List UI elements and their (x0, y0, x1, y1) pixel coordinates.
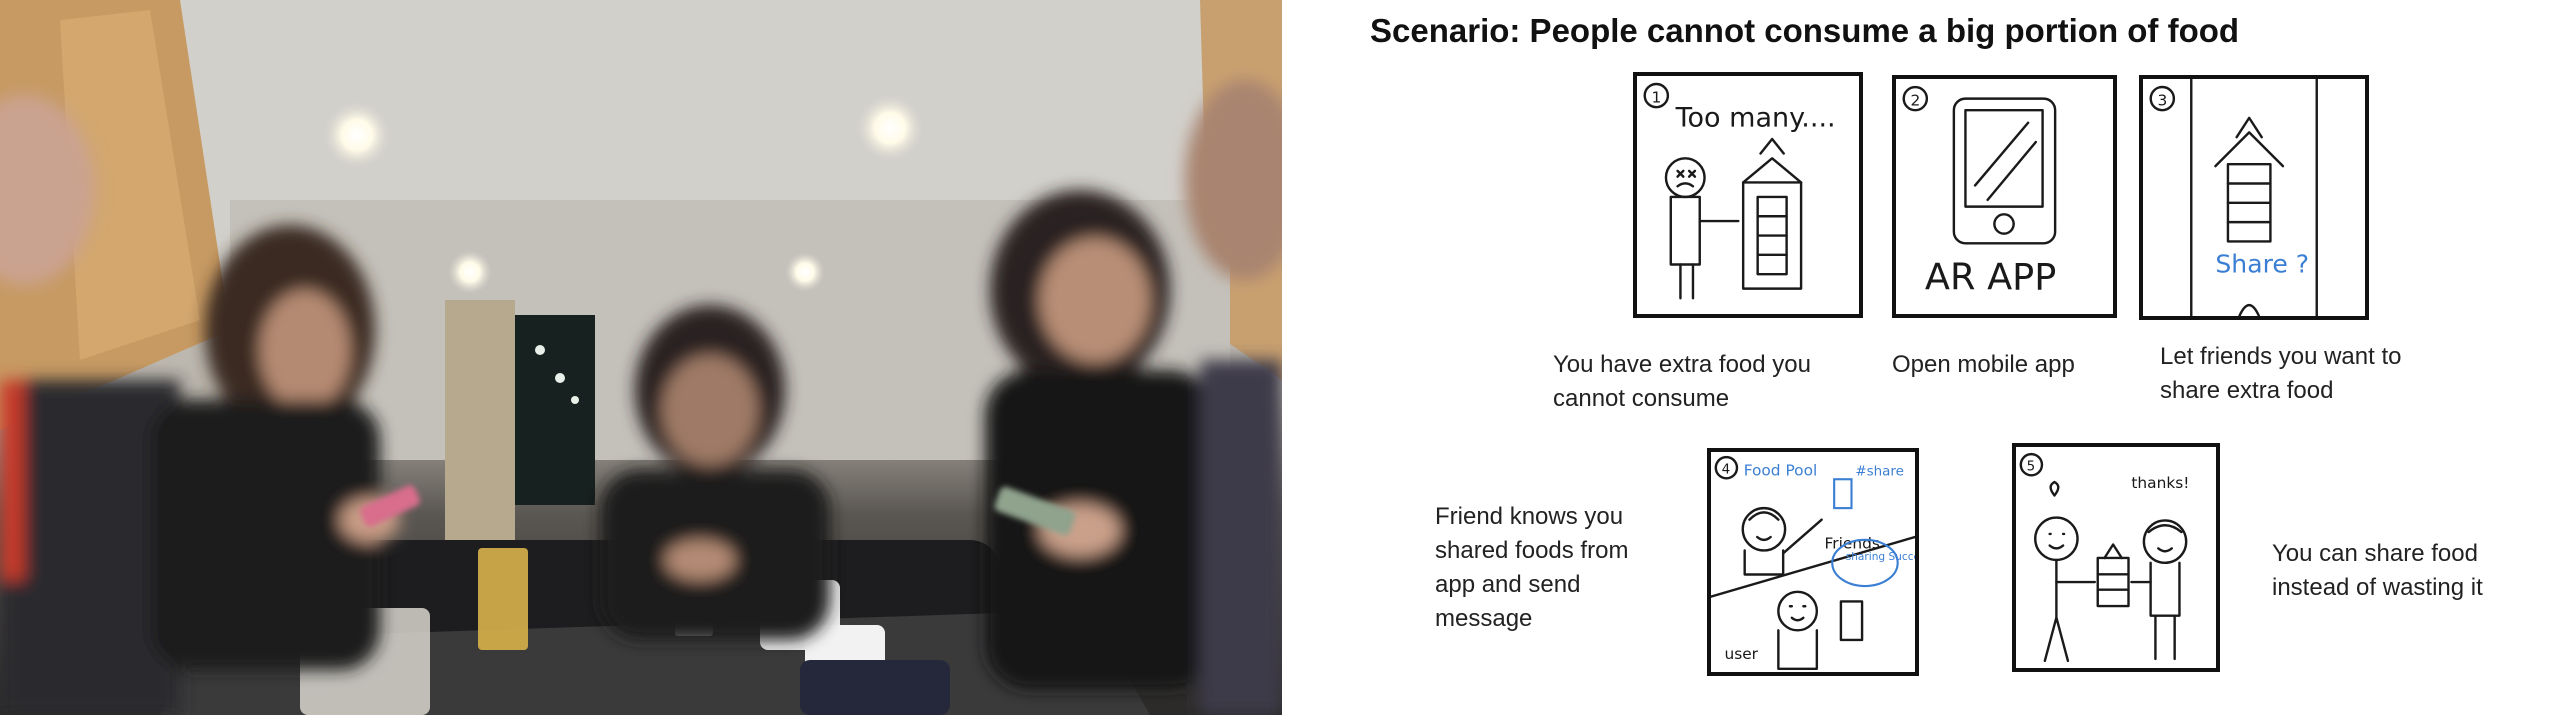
sketch-mobile-app: 2 AR APP (1902, 85, 2057, 299)
panel-2-sketch-text: AR APP (1925, 256, 2056, 299)
panel-2-caption: Open mobile app (1892, 351, 2075, 378)
panel-3-sketch-text: Share ? (2215, 249, 2309, 278)
panel-4-number: 4 (1722, 461, 1731, 477)
panel-5-caption: You can share food instead of wasting it (2272, 540, 2483, 601)
storyboard-panel-4: 4 Food Pool #share Friends sharing Succe… (1707, 448, 1919, 676)
sketch-too-much-food: 1 Too many.... (1643, 82, 1836, 300)
panel-1-number: 1 (1651, 88, 1661, 106)
panel-2-number: 2 (1910, 91, 1920, 109)
sketch-share-prompt: 3 Share ? (2149, 79, 2318, 316)
photo-scene (0, 0, 1282, 715)
panel-4-app-name: Food Pool (1744, 461, 1818, 479)
panel-3-caption: Let friends you want to share extra food (2160, 343, 2402, 404)
panel-5-number: 5 (2027, 459, 2036, 474)
panel-4-caption: Friend knows you shared foods from app a… (1435, 503, 1629, 632)
storyboard-panel-1: 1 Too many.... (1633, 72, 1863, 318)
sketch-share-food: 5 thanks! (2019, 452, 2189, 663)
meeting-photo (0, 0, 1282, 715)
scenario-storyboard: Scenario: People cannot consume a big po… (1282, 0, 2558, 715)
storyboard-panel-3: 3 Share ? (2139, 75, 2369, 320)
panel-1-sketch-text: Too many.... (1675, 102, 1836, 133)
panel-5-sketch-text: thanks! (2131, 474, 2189, 492)
panel-4-user-label: user (1724, 645, 1758, 663)
panel-4-share-tag: #share (1855, 463, 1904, 479)
storyboard-panel-2: 2 AR APP (1892, 75, 2117, 318)
sketch-friend-notified: 4 Food Pool #share Friends sharing Succe… (1711, 455, 1915, 671)
scenario-title: Scenario: People cannot consume a big po… (1370, 12, 2240, 49)
panel-4-status: sharing Successful (1846, 551, 1915, 563)
storyboard-panel-5: 5 thanks! (2012, 443, 2220, 672)
panel-3-number: 3 (2157, 91, 2167, 109)
panel-1-caption: You have extra food you cannot consume (1553, 351, 1811, 412)
